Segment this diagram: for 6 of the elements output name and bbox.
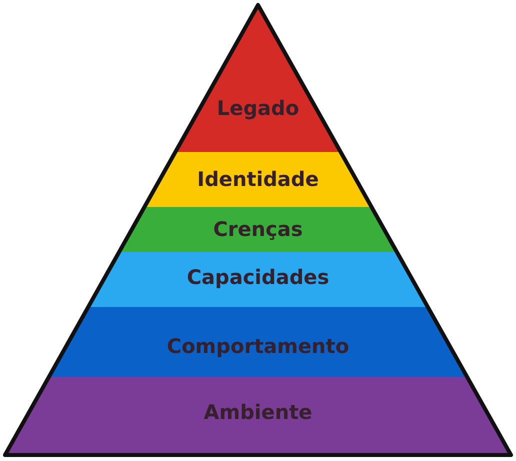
band-label: Comportamento bbox=[166, 334, 350, 358]
band-label: Crenças bbox=[213, 217, 303, 241]
band-label: Capacidades bbox=[186, 265, 330, 289]
band-label: Legado bbox=[216, 96, 300, 120]
band-label: Identidade bbox=[197, 167, 319, 191]
band-label: Ambiente bbox=[204, 400, 312, 424]
